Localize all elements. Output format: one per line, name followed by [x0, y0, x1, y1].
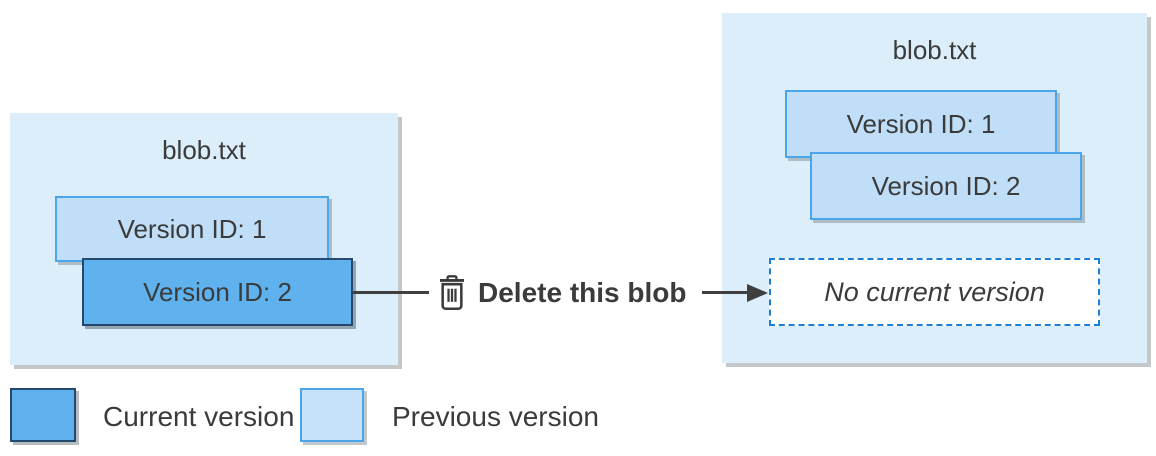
legend-label-previous-version: Previous version: [392, 401, 599, 432]
left-version-2-box: Version ID: 2: [82, 258, 353, 326]
right-blob-title: blob.txt: [892, 35, 977, 65]
legend-label-current-version: Current version: [103, 401, 295, 432]
no-current-version-label: No current version: [824, 276, 1045, 307]
right-version-1-box: Version ID: 1: [785, 90, 1057, 158]
left-version-2-label: Version ID: 2: [143, 276, 292, 307]
arrow-head-icon: [747, 284, 768, 302]
connector-line-right: [702, 291, 748, 294]
legend-swatch-previous-version: [300, 388, 364, 442]
no-current-version-box: No current version: [769, 258, 1100, 326]
left-blob-title: blob.txt: [162, 135, 246, 165]
right-version-1-label: Version ID: 1: [846, 108, 996, 139]
left-version-1-box: Version ID: 1: [55, 196, 329, 262]
legend-swatch-current-version: [10, 388, 76, 442]
left-version-1-label: Version ID: 1: [117, 213, 267, 244]
right-version-2-label: Version ID: 2: [871, 170, 1021, 201]
trash-icon: [436, 274, 468, 312]
right-version-2-box: Version ID: 2: [810, 152, 1082, 220]
connector-line-left: [353, 291, 429, 294]
delete-action-label: Delete this blob: [478, 277, 687, 308]
